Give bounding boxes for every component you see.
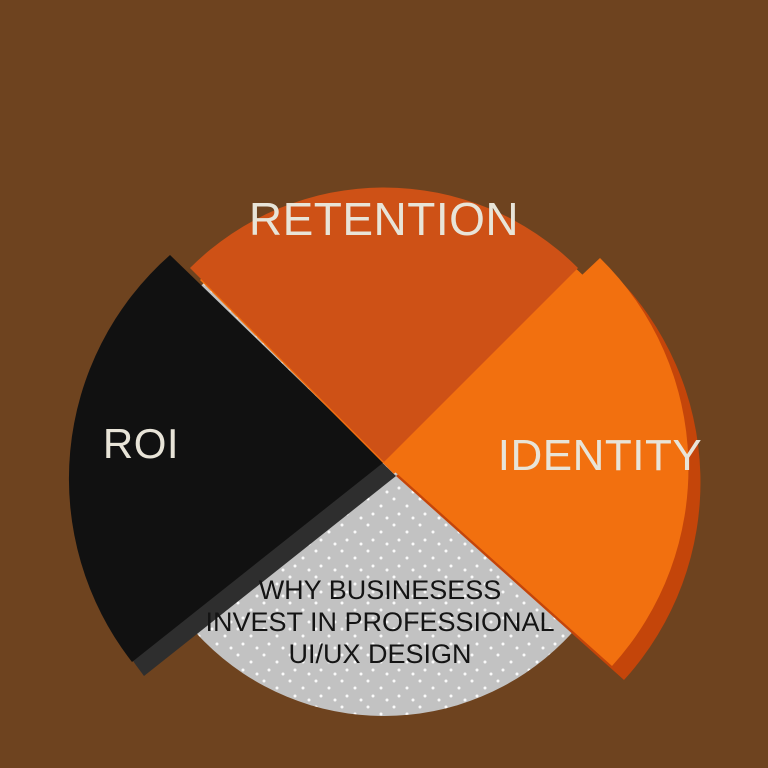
hub-caption-line-2: INVEST IN PROFESSIONAL — [205, 607, 554, 637]
segment-label-identity: IDENTITY — [498, 431, 702, 480]
hub-caption: WHY BUSINESESS INVEST IN PROFESSIONAL UI… — [205, 575, 554, 669]
identity-segment-face — [384, 258, 689, 666]
segment-label-roi: ROI — [103, 420, 179, 467]
hub-caption-line-1: WHY BUSINESESS — [259, 575, 502, 605]
segment-retention[interactable]: RETENTION — [190, 187, 588, 475]
retention-segment-face — [190, 187, 578, 463]
segment-label-retention: RETENTION — [249, 193, 519, 245]
segment-roi[interactable]: ROI — [68, 255, 397, 676]
hub-caption-line-3: UI/UX DESIGN — [288, 639, 471, 669]
segment-identity[interactable]: IDENTITY — [384, 258, 702, 680]
roi-segment-face — [68, 255, 385, 662]
